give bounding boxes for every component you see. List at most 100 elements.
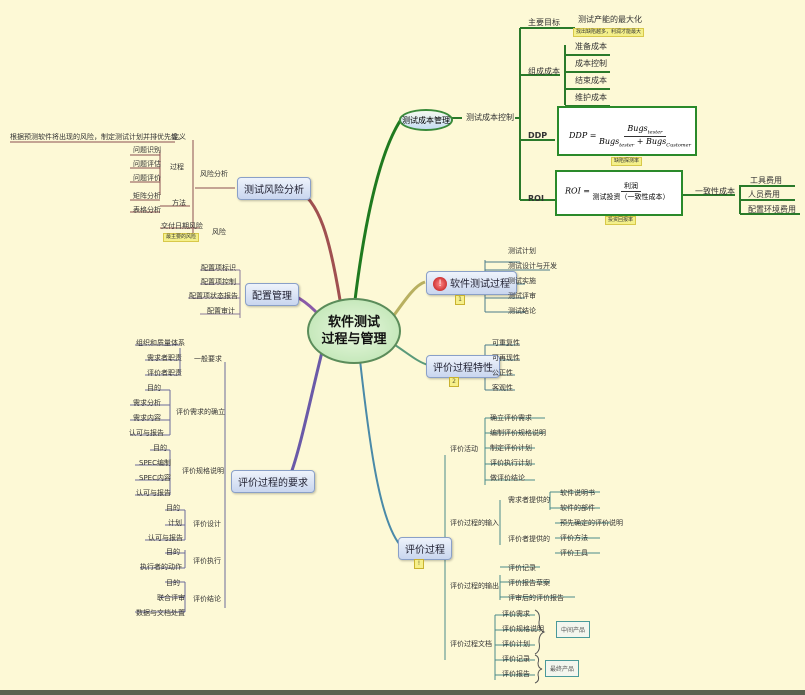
- node-req-item[interactable]: 需求分析: [133, 399, 161, 407]
- node-process-item[interactable]: 问题识别: [133, 146, 161, 154]
- node-composition[interactable]: 组成成本: [528, 67, 560, 76]
- priority-icon: !: [433, 277, 447, 291]
- node-process-step[interactable]: 测试评审: [508, 292, 536, 300]
- node-requester[interactable]: 需求者提供的: [508, 496, 550, 504]
- node-req-item[interactable]: 联合评审: [157, 594, 185, 602]
- node-req-item[interactable]: 需求内容: [133, 414, 161, 422]
- node-doc-item[interactable]: 评价规格说明: [502, 625, 544, 633]
- node-req-item[interactable]: 计划: [168, 519, 182, 527]
- node-req-item[interactable]: 目的: [153, 444, 167, 452]
- topic-eval-traits[interactable]: 评价过程特性: [426, 355, 500, 378]
- node-activity[interactable]: 编制评价规格说明: [490, 429, 546, 437]
- node-risk[interactable]: 风险: [212, 228, 226, 236]
- node-output-item[interactable]: 评审后的评价报告: [508, 594, 564, 602]
- topic-cost-management[interactable]: 测试成本管理: [399, 109, 453, 131]
- node-req-item[interactable]: 执行者的动作: [140, 563, 182, 571]
- node-risk-item[interactable]: 交付日期风险: [161, 222, 203, 230]
- node-req-item[interactable]: 目的: [166, 548, 180, 556]
- topic-risk-analysis[interactable]: 测试风险分析: [237, 177, 311, 200]
- roi-formula-box: ROI = 利润 测试投资（一致性成本）: [555, 170, 683, 216]
- node-trait[interactable]: 可再现性: [492, 354, 520, 362]
- node-req-item[interactable]: SPEC编制: [139, 459, 171, 467]
- node-process-item[interactable]: 问题评价: [133, 174, 161, 182]
- node-ddp[interactable]: DDP: [528, 131, 548, 140]
- node-req-item[interactable]: 需求者职责: [147, 354, 182, 362]
- node-consistency-cost[interactable]: 一致性成本: [695, 187, 735, 196]
- node-process-item[interactable]: 问题评估: [133, 160, 161, 168]
- node-output-item[interactable]: 评价报告草案: [508, 579, 550, 587]
- node-process-step[interactable]: 测试计划: [508, 247, 536, 255]
- node-doc-item[interactable]: 评价记录: [502, 655, 530, 663]
- node-doc-item[interactable]: 评价报告: [502, 670, 530, 678]
- node-method[interactable]: 方法: [172, 199, 186, 207]
- node-risk-analysis[interactable]: 风险分析: [200, 170, 228, 178]
- central-topic[interactable]: 软件测试过程与管理: [307, 298, 401, 364]
- node-evaluator-item[interactable]: 评价工具: [560, 549, 588, 557]
- node-cost-control[interactable]: 测试成本控制: [466, 113, 514, 122]
- node-eval-input[interactable]: 评价过程的输入: [450, 519, 499, 527]
- node-goal-value[interactable]: 测试产能的最大化: [578, 15, 642, 24]
- node-main-goal[interactable]: 主要目标: [528, 18, 560, 27]
- topic-eval-requirements[interactable]: 评价过程的要求: [231, 470, 315, 493]
- node-config-item[interactable]: 配置项状态报告: [189, 292, 238, 300]
- node-req-item[interactable]: 目的: [166, 504, 180, 512]
- node-doc-item[interactable]: 评价计划: [502, 640, 530, 648]
- node-roi[interactable]: ROI: [528, 194, 544, 203]
- node-process[interactable]: 过程: [170, 163, 184, 171]
- node-process-step[interactable]: 测试实施: [508, 277, 536, 285]
- node-req-group[interactable]: 评价需求的确立: [176, 408, 225, 416]
- node-evaluator[interactable]: 评价者提供的: [508, 535, 550, 543]
- node-req-item[interactable]: 目的: [166, 579, 180, 587]
- node-evaluator-item[interactable]: 预先确定的评价说明: [560, 519, 623, 527]
- node-req-group[interactable]: 评价执行: [193, 557, 221, 565]
- node-doc-item[interactable]: 评价需求: [502, 610, 530, 618]
- node-comp-item[interactable]: 维护成本: [575, 93, 607, 102]
- node-activity[interactable]: 确立评价需求: [490, 414, 532, 422]
- node-consistency-item[interactable]: 工具费用: [750, 176, 782, 185]
- node-requester-item[interactable]: 软件说明书: [560, 489, 595, 497]
- node-req-item[interactable]: 评价者职责: [147, 369, 182, 377]
- topic-config-management[interactable]: 配置管理: [245, 283, 299, 306]
- node-eval-activities[interactable]: 评价活动: [450, 445, 478, 453]
- ddp-fraction: Bugstester Bugstester + BugsCustomer: [599, 124, 691, 149]
- node-evaluator-item[interactable]: 评价方法: [560, 534, 588, 542]
- node-method-item[interactable]: 表格分析: [133, 206, 161, 214]
- node-process-step[interactable]: 测试结论: [508, 307, 536, 315]
- node-comp-item[interactable]: 成本控制: [575, 59, 607, 68]
- node-comp-item[interactable]: 准备成本: [575, 42, 607, 51]
- node-req-group[interactable]: 评价结论: [193, 595, 221, 603]
- node-req-item[interactable]: 认可与报告: [129, 429, 164, 437]
- node-requester-item[interactable]: 软件的部件: [560, 504, 595, 512]
- node-trait[interactable]: 可重复性: [492, 339, 520, 347]
- node-activity[interactable]: 制定评价计划: [490, 444, 532, 452]
- risk-tag: 最主要的风险: [163, 233, 200, 242]
- node-req-item[interactable]: 认可与报告: [136, 489, 171, 497]
- node-req-group[interactable]: 一般要求: [194, 355, 222, 363]
- node-req-group[interactable]: 评价设计: [193, 520, 221, 528]
- node-process-step[interactable]: 测试设计与开发: [508, 262, 557, 270]
- node-method-item[interactable]: 矩阵分析: [133, 192, 161, 200]
- node-trait[interactable]: 客观性: [492, 384, 513, 392]
- node-definition[interactable]: 定义: [172, 133, 186, 141]
- node-consistency-item[interactable]: 人员费用: [748, 190, 780, 199]
- node-req-item[interactable]: 组织和质量体系: [136, 339, 185, 347]
- node-comp-item[interactable]: 结束成本: [575, 76, 607, 85]
- node-req-item[interactable]: SPEC内容: [139, 474, 171, 482]
- node-consistency-item[interactable]: 配置环境费用: [748, 205, 796, 214]
- node-eval-output[interactable]: 评价过程的输出: [450, 582, 499, 590]
- node-activity[interactable]: 评价执行计划: [490, 459, 532, 467]
- node-config-item[interactable]: 配置项控制: [201, 278, 236, 286]
- node-req-item[interactable]: 数据与文档处置: [136, 609, 185, 617]
- topic-eval-process[interactable]: 评价过程: [398, 537, 452, 560]
- node-activity[interactable]: 做评价结论: [490, 474, 525, 482]
- node-eval-docs[interactable]: 评价过程文档: [450, 640, 492, 648]
- node-req-item[interactable]: 目的: [147, 384, 161, 392]
- node-config-item[interactable]: 配置审计: [207, 307, 235, 315]
- node-config-item[interactable]: 配置项标识: [201, 264, 236, 272]
- node-req-group[interactable]: 评价规格说明: [182, 467, 224, 475]
- topic-test-process[interactable]: !软件测试过程: [426, 271, 517, 295]
- node-definition-text[interactable]: 根据预测软件将出现的风险，制定测试计划并排优先级。: [10, 133, 185, 141]
- node-trait[interactable]: 公正性: [492, 369, 513, 377]
- node-req-item[interactable]: 认可与报告: [148, 534, 183, 542]
- node-output-item[interactable]: 评价记录: [508, 564, 536, 572]
